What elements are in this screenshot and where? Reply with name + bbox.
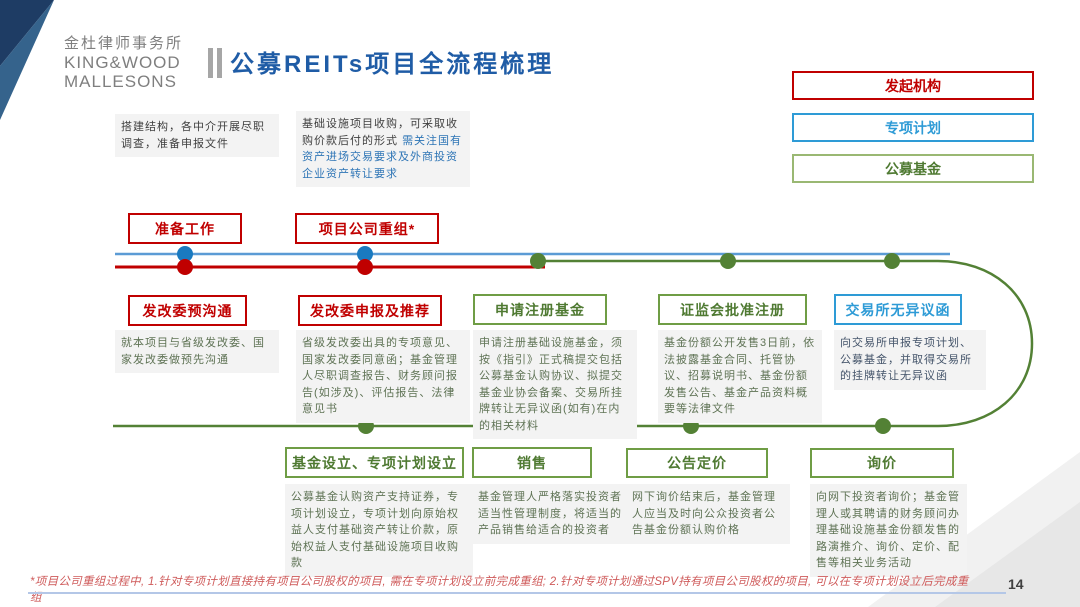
timeline-node-blue-preparation bbox=[177, 246, 193, 262]
stage-sale: 销售 bbox=[472, 447, 592, 478]
desc-price-announcement: 网下询价结束后，基金管理人应当及时向公众投资者公告基金份额认购价格 bbox=[626, 484, 790, 544]
stage-inquiry: 询价 bbox=[810, 448, 954, 478]
public-fund-track-line bbox=[113, 259, 1034, 428]
timeline-node-green-apply bbox=[530, 253, 546, 269]
note-restructure-blue: 需关注国有资产进场交易要求及外商投资企业资产转让要求 bbox=[302, 134, 463, 180]
desc-fund-setup: 公募基金认购资产支持证券，专项计划设立，专项计划向原始权益人支付基础资产转让价款… bbox=[285, 484, 473, 577]
firm-name-chinese: 金杜律师事务所 bbox=[64, 35, 184, 52]
desc-exchange-noobjection: 向交易所申报专项计划、公募基金，并取得交易所的挂牌转让无异议函 bbox=[834, 330, 986, 390]
stage-ndrc-filing: 发改委申报及推荐 bbox=[298, 295, 442, 326]
note-preparation: 搭建结构，各中介开展尽职调查，准备申报文件 bbox=[115, 114, 279, 157]
stage-price-announcement: 公告定价 bbox=[626, 448, 768, 478]
stage-fund-setup: 基金设立、专项计划设立 bbox=[285, 447, 464, 478]
desc-csrc-approval: 基金份额公开发售3日前，依法披露基金合同、托管协议、招募说明书、基金份额发售公告… bbox=[658, 330, 822, 423]
timeline-node-blue-restructure bbox=[357, 246, 373, 262]
footer-divider bbox=[28, 592, 1006, 594]
desc-fund-registration: 申请注册基础设施基金，须按《指引》正式稿提交包括公募基金认购协议、拟提交基金业协… bbox=[473, 330, 637, 439]
note-restructure-black: 基础设施项目收购，可采取收购价款后付的形式 bbox=[302, 118, 458, 147]
firm-name-english-line1: KING&WOOD bbox=[64, 52, 181, 72]
footnote: *项目公司重组过程中, 1.针对专项计划直接持有项目公司股权的项目, 需在专项计… bbox=[30, 576, 969, 604]
stage-company-restructure: 项目公司重组* bbox=[295, 213, 439, 244]
timeline-node-green-inquiry bbox=[875, 418, 891, 434]
stage-exchange-noobjection: 交易所无异议函 bbox=[834, 294, 962, 325]
stage-ndrc-precommunication: 发改委预沟通 bbox=[128, 295, 247, 326]
legend-item-public-fund: 公募基金 bbox=[792, 154, 1034, 183]
legend-item-sponsor: 发起机构 bbox=[792, 71, 1034, 100]
page-number: 14 bbox=[1008, 576, 1024, 592]
desc-inquiry: 向网下投资者询价；基金管理人或其聘请的财务顾问办理基础设施基金份额发售的路演推介… bbox=[810, 484, 967, 577]
firm-logo: 金杜律师事务所 KING&WOOD MALLESONS bbox=[64, 35, 184, 91]
stage-fund-registration: 申请注册基金 bbox=[473, 294, 607, 325]
timeline-node-green-approve bbox=[720, 253, 736, 269]
bottom-right-triangle-dark bbox=[935, 502, 1080, 607]
stage-preparation: 准备工作 bbox=[128, 213, 242, 244]
desc-sale: 基金管理人严格落实投资者适当性管理制度，将适当的产品销售给适合的投资者 bbox=[472, 484, 636, 544]
corner-triangle-light bbox=[0, 0, 54, 120]
legend-item-abs-plan: 专项计划 bbox=[792, 113, 1034, 142]
desc-ndrc-filing: 省级发改委出具的专项意见、国家发改委同意函；基金管理人尽职调查报告、财务顾问报告… bbox=[296, 330, 470, 423]
firm-name-english-line2: MALLESONS bbox=[64, 71, 177, 91]
timeline-node-red-restructure bbox=[357, 259, 373, 275]
note-restructure: 基础设施项目收购，可采取收购价款后付的形式 需关注国有资产进场交易要求及外商投资… bbox=[296, 111, 470, 187]
timeline-node-red-preparation bbox=[177, 259, 193, 275]
stage-csrc-approval: 证监会批准注册 bbox=[658, 294, 807, 325]
title-accent-bars bbox=[208, 48, 222, 78]
page-title: 公募REITs项目全流程梳理 bbox=[230, 51, 555, 78]
desc-ndrc-precommunication: 就本项目与省级发改委、国家发改委做预先沟通 bbox=[115, 330, 279, 373]
timeline-node-green-noobjection bbox=[884, 253, 900, 269]
